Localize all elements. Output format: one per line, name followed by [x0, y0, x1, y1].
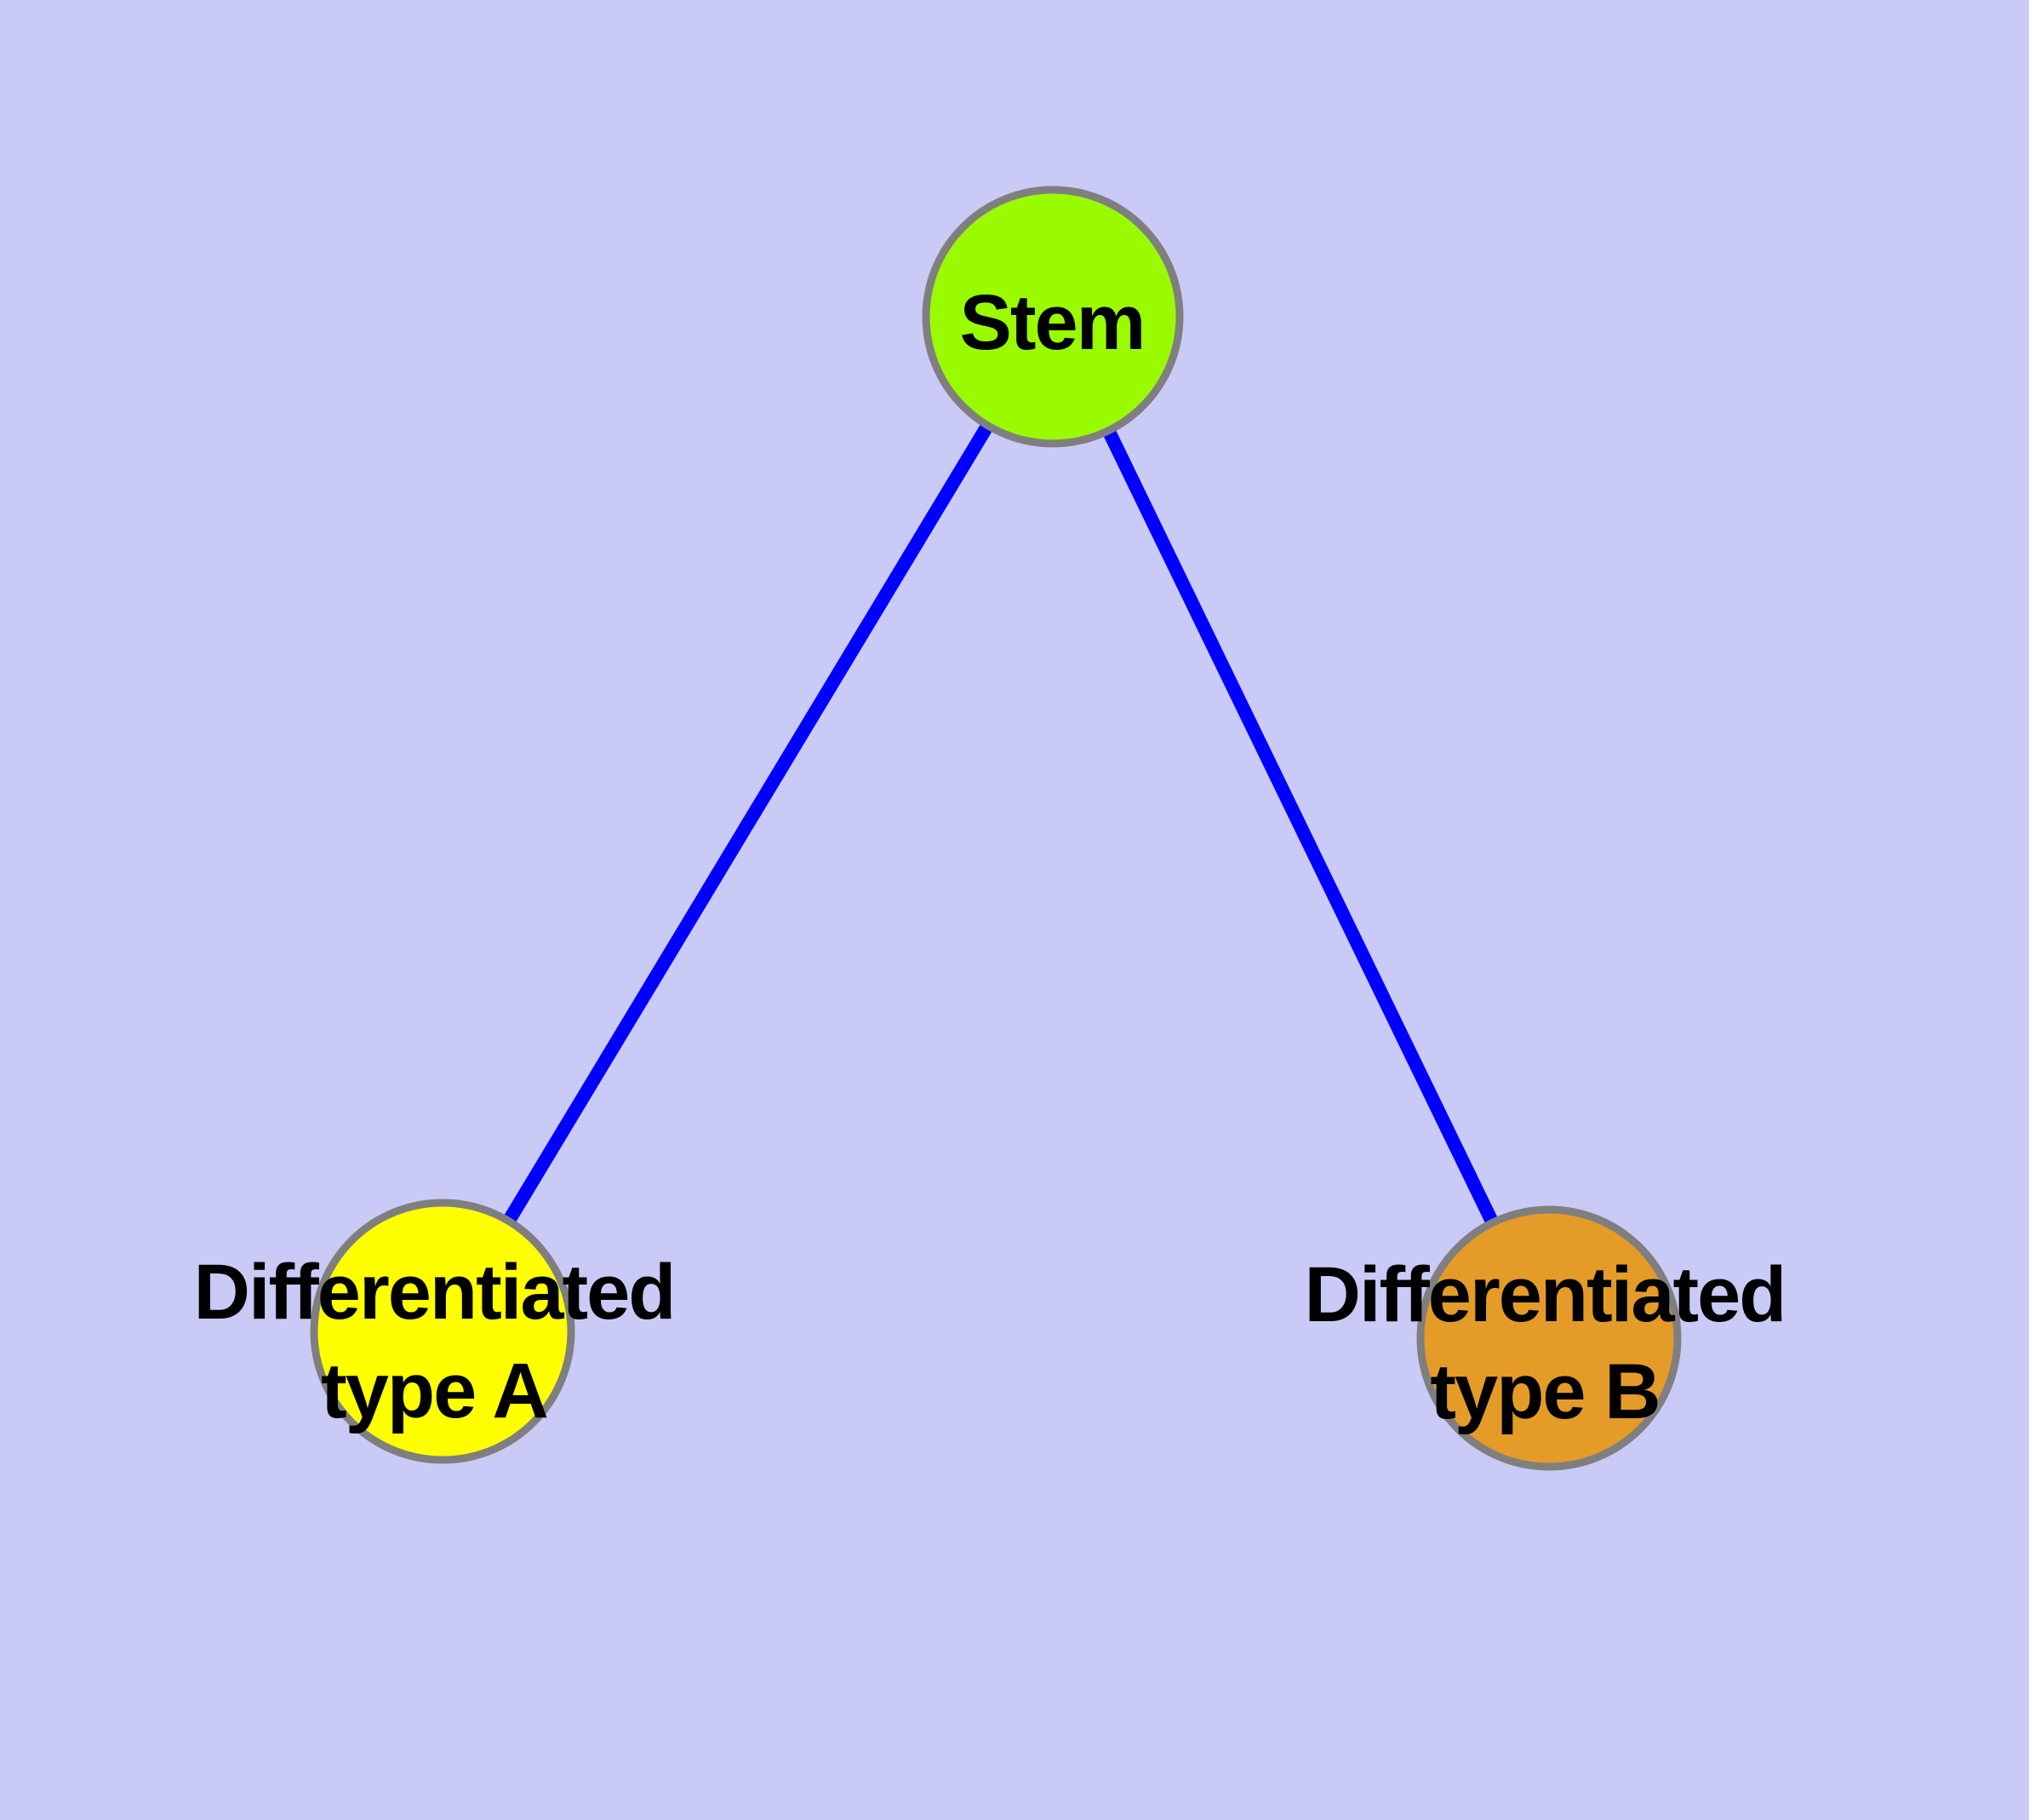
node-label-stem-line-1: Stem [960, 279, 1145, 366]
node-label-differentiated-type-b-line-2: type B [1430, 1348, 1659, 1435]
node-circle-differentiated-type-b [1416, 1205, 1682, 1471]
node-circle-stem [922, 186, 1184, 448]
node-circle-differentiated-type-a [310, 1199, 575, 1464]
edge-stem-to-differentiated-type-a [501, 421, 994, 1228]
edge-stem-to-differentiated-type-b [1101, 426, 1500, 1227]
node-label-differentiated-type-b-line-1: Differentiated [1305, 1251, 1786, 1338]
node-label-differentiated-type-a-line-2: type A [321, 1348, 547, 1434]
node-label-differentiated-type-a-line-1: Differentiated [194, 1249, 675, 1336]
